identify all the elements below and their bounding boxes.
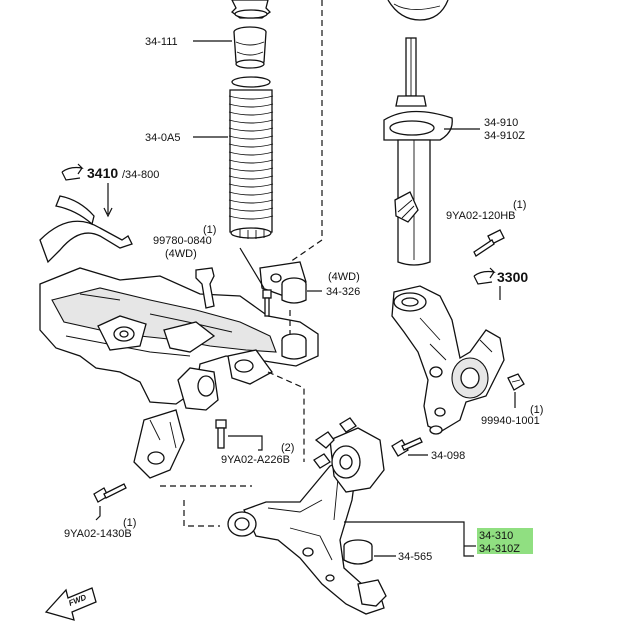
- label-34-111: 34-111: [145, 36, 178, 48]
- bolt-99780-0840[interactable]: [262, 289, 272, 317]
- highlight-34-310: [477, 528, 533, 554]
- note-99780-4wd: (4WD): [165, 248, 197, 260]
- crossmember-frame-3410[interactable]: [39, 267, 319, 479]
- bushing-34-565[interactable]: [343, 539, 373, 565]
- spring-seat-top[interactable]: [387, 0, 449, 21]
- label-3300: 3300: [497, 269, 528, 285]
- label-3410: 3410: [87, 165, 118, 181]
- qty-99780-0840: (1): [203, 224, 216, 236]
- bump-stop-top-part[interactable]: [231, 0, 271, 19]
- fwd-arrow-icon: FWD: [44, 587, 97, 621]
- bolt-9ya02-a226b[interactable]: [215, 419, 227, 449]
- qty-99940-1001: (1): [530, 404, 543, 416]
- bolt-34-098[interactable]: [391, 437, 423, 457]
- lower-control-arm-34-310[interactable]: [227, 417, 387, 615]
- label-34-910: 34-910: [484, 117, 518, 129]
- dust-boot-34-0a5[interactable]: [228, 76, 274, 239]
- strut-34-910[interactable]: [383, 37, 453, 266]
- ref-arrow-3300-icon: [473, 267, 496, 285]
- label-99940-1001: 99940-1001: [481, 415, 540, 427]
- ref-arrow-3410-icon: [61, 163, 84, 181]
- qty-9ya02-1430b: (1): [123, 517, 136, 529]
- label-34-310: 34-310: [479, 530, 513, 542]
- label-3410-suffix: /34-800: [122, 169, 159, 181]
- note-34-326-4wd: (4WD): [328, 271, 360, 283]
- steering-knuckle-3300[interactable]: [391, 285, 505, 435]
- label-99780-0840: 99780-0840: [153, 235, 212, 247]
- label-34-910z: 34-910Z: [484, 130, 525, 142]
- label-34-098: 34-098: [431, 450, 465, 462]
- bushing-34-326[interactable]: [281, 277, 307, 360]
- label-34-0a5: 34-0A5: [145, 132, 180, 144]
- label-34-326: 34-326: [326, 286, 360, 298]
- bolt-9ya02-120hb[interactable]: [473, 229, 505, 257]
- bolt-9ya02-1430b[interactable]: [93, 483, 127, 503]
- label-9ya02-120hb: 9YA02-120HB: [446, 210, 516, 222]
- nut-99940-1001[interactable]: [507, 373, 525, 391]
- qty-9ya02-a226b: (2): [281, 442, 294, 454]
- bump-stop-34-111[interactable]: [233, 26, 267, 69]
- label-9ya02-a226b: 9YA02-A226B: [221, 454, 290, 466]
- label-34-310z: 34-310Z: [479, 543, 520, 555]
- label-9ya02-1430b: 9YA02-1430B: [64, 528, 132, 540]
- label-34-565: 34-565: [398, 551, 432, 563]
- stabilizer-bar[interactable]: [39, 195, 133, 264]
- qty-9ya02-120hb: (1): [513, 199, 526, 211]
